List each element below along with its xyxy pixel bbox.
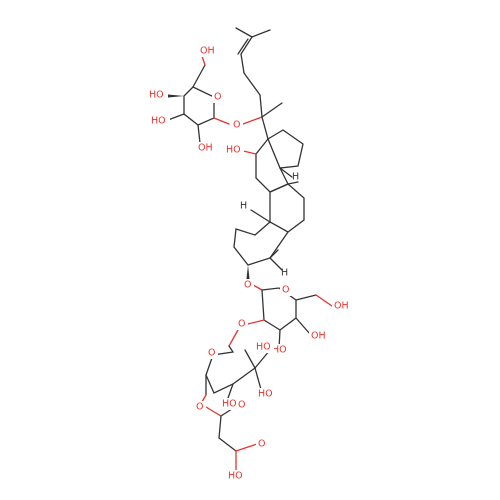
atom-label-o: O [282, 285, 289, 296]
bond [167, 113, 185, 121]
steroid-core [233, 129, 305, 283]
bond [295, 294, 317, 301]
bond [259, 94, 263, 118]
ring-b [269, 183, 305, 233]
methyl-bond [261, 102, 283, 118]
methyl-bond [250, 209, 271, 223]
methyl-bond [269, 249, 279, 259]
bond [218, 437, 237, 452]
ring-c [255, 138, 289, 193]
bond [192, 64, 206, 88]
bond [247, 319, 265, 325]
atom-label-ho: HO [272, 345, 287, 356]
methyl-bond [269, 257, 283, 271]
bond [240, 36, 253, 55]
stereo-h-label: H [240, 201, 247, 212]
bond [228, 329, 239, 347]
atom-label-ho: HO [151, 116, 166, 127]
stereo-h-label: H [292, 172, 299, 183]
bond [295, 317, 311, 335]
atom-label-o: O [238, 319, 245, 330]
pyranose-ring [205, 345, 256, 394]
atom-label-ho: HO [256, 342, 271, 353]
atom-label-oh: OH [200, 46, 215, 57]
methyl-bond [279, 167, 293, 178]
bond [243, 72, 261, 96]
pyranose-ring [183, 86, 215, 126]
atom-label-ho: HO [226, 145, 241, 156]
wedge-bond [163, 94, 184, 98]
methyl-bond [287, 181, 299, 185]
atom-label-ho: HO [228, 471, 243, 482]
bond [240, 53, 245, 74]
atom-label-ho: HO [149, 90, 164, 101]
atom-label-o: O [196, 402, 203, 413]
atom-label-o: O [238, 400, 245, 411]
atom-label-oh: OH [198, 143, 213, 154]
bond [213, 117, 230, 125]
atom-label-oh: OH [311, 331, 326, 342]
wedge-bond [246, 265, 250, 283]
atom-labels: OH HO HO OH O O HO O O OH OH HO O O HO H… [148, 45, 352, 482]
bond [251, 29, 271, 38]
atom-label-o: O [258, 439, 265, 450]
side-chain [235, 27, 283, 140]
bond [197, 124, 201, 144]
atom-label-ho: HO [258, 389, 273, 400]
middle-glucose [247, 284, 333, 350]
atom-label-oh: OH [334, 301, 349, 312]
bond [227, 383, 234, 399]
bond [235, 27, 253, 38]
atom-label-o: O [233, 120, 240, 131]
ring-a [233, 221, 289, 266]
bond [261, 116, 269, 140]
methylene-bond [218, 415, 222, 439]
atom-label-o: O [214, 92, 221, 103]
bond [252, 284, 263, 291]
double-bond [237, 38, 249, 55]
atom-label-o: O [244, 280, 251, 291]
ether-bond [242, 116, 263, 125]
bond [315, 294, 333, 307]
atom-label-ho: HO [222, 399, 237, 410]
ring-d [267, 129, 304, 169]
ester-bond [205, 406, 222, 417]
carbonyl-bond [235, 443, 258, 452]
stereo-h-label: H [281, 268, 288, 279]
atom-label-o: O [208, 348, 215, 359]
